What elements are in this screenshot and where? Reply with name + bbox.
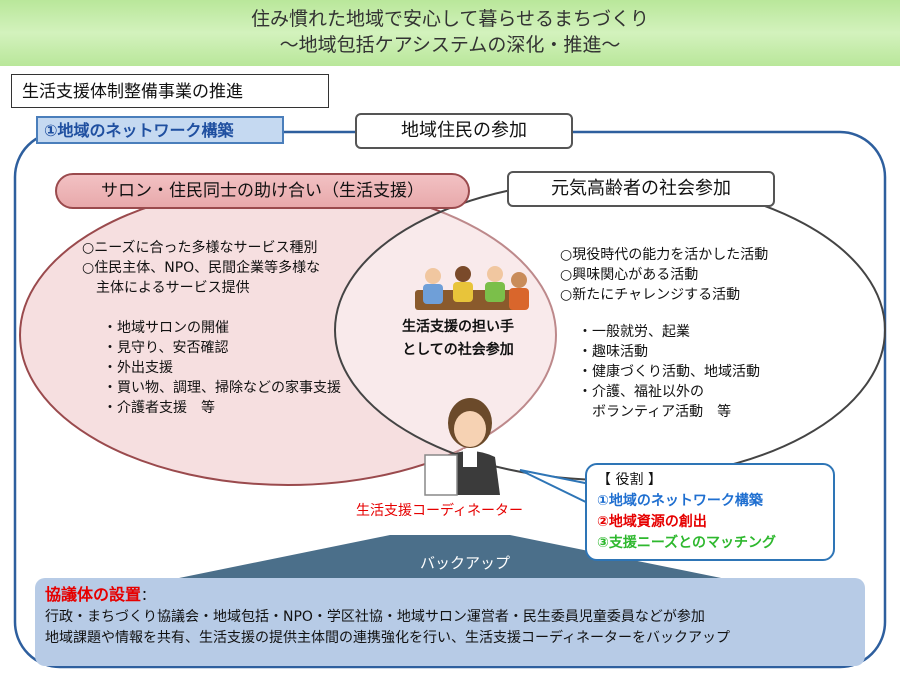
center-line: としての社会参加 (402, 342, 514, 358)
role-resource: ②地域資源の創出 (597, 514, 707, 530)
banner-subtitle: ～地域包括ケアシステムの深化・推進～ (279, 34, 621, 56)
council-line: 地域課題や情報を共有、生活支援の提供主体間の連携強化を行い、生活支援コーディネー… (45, 630, 731, 646)
salon-items: ・地域サロンの開催 ・見守り、安否確認 ・外出支援 ・買い物、調理、掃除などの家… (103, 318, 341, 418)
salon-points: ○ニーズに合った多様なサービス種別 ○住民主体、NPO、民間企業等多様な 主体に… (82, 238, 320, 298)
elder-point: ○新たにチャレンジする活動 (560, 287, 741, 303)
elder-title: 元気高齢者の社会参加 (507, 171, 775, 207)
role-network: ①地域のネットワーク構築 (597, 493, 763, 509)
council-title: 協議体の設置 (45, 585, 142, 604)
backup-trapezoid (120, 535, 780, 590)
network-label: ①地域のネットワーク構築 (36, 116, 284, 144)
salon-item: ・地域サロンの開催 (103, 320, 229, 336)
elder-item: ・一般就労、起業 (578, 324, 690, 340)
elder-points: ○現役時代の能力を活かした活動 ○興味関心がある活動 ○新たにチャレンジする活動 (560, 245, 768, 305)
roles-header: 【 役割 】 (597, 472, 662, 488)
salon-item: ・介護者支援 等 (103, 400, 215, 416)
salon-point: ○住民主体、NPO、民間企業等多様な (82, 260, 321, 276)
salon-item: ・買い物、調理、掃除などの家事支援 (103, 380, 341, 396)
roles-box: 【 役割 】 ①地域のネットワーク構築 ②地域資源の創出 ③支援ニーズとのマッチ… (585, 463, 835, 561)
elder-item: ・介護、福祉以外の (578, 384, 704, 400)
resident-participation-box: 地域住民の参加 (355, 113, 573, 149)
backup-label: バックアップ (420, 554, 511, 572)
salon-item: ・外出支援 (103, 360, 173, 376)
salon-point: ○ニーズに合った多様なサービス種別 (82, 240, 318, 256)
salon-item: ・見守り、安否確認 (103, 340, 229, 356)
elder-item: ボランティア活動 等 (578, 404, 732, 420)
coordinator-figure (424, 398, 500, 496)
center-line: 生活支援の担い手 (402, 319, 514, 335)
elder-point: ○現役時代の能力を活かした活動 (560, 247, 769, 263)
elder-item: ・健康づくり活動、地域活動 (578, 364, 760, 380)
elder-item: ・趣味活動 (578, 344, 648, 360)
people-illustration (415, 266, 529, 310)
section-title: 生活支援体制整備事業の推進 (11, 74, 329, 108)
coordinator-label: 生活支援コーディネーター (356, 503, 524, 519)
elder-point: ○興味関心がある活動 (560, 267, 699, 283)
role-matching: ③支援ニーズとのマッチング (597, 535, 777, 551)
center-overlap-text: 生活支援の担い手 としての社会参加 (378, 316, 538, 362)
salon-title: サロン・住民同士の助け合い（生活支援） (55, 173, 470, 209)
council-line: 行政・まちづくり協議会・地域包括・NPO・学区社協・地域サロン運営者・民生委員児… (45, 609, 705, 625)
banner-title: 住み慣れた地域で安心して暮らせるまちづくり (250, 8, 650, 30)
header-banner: 住み慣れた地域で安心して暮らせるまちづくり ～地域包括ケアシステムの深化・推進～ (0, 0, 900, 66)
council-title-row: 協議体の設置： (45, 584, 855, 607)
salon-point: 主体によるサービス提供 (82, 280, 250, 296)
council-box: 協議体の設置： 行政・まちづくり協議会・地域包括・NPO・学区社協・地域サロン運… (35, 578, 865, 666)
council-colon: ： (141, 588, 156, 604)
elder-items: ・一般就労、起業 ・趣味活動 ・健康づくり活動、地域活動 ・介護、福祉以外の ボ… (578, 322, 760, 422)
